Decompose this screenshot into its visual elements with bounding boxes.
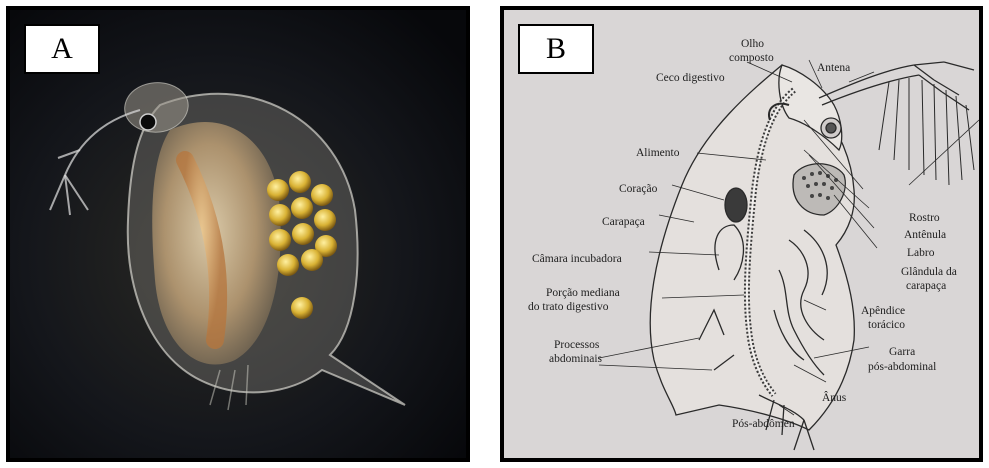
label-garra-1: Garra xyxy=(889,346,915,358)
label-olho-1: Olho xyxy=(741,38,764,50)
label-glandula-1: Glândula da xyxy=(901,266,957,278)
label-rostro: Rostro xyxy=(909,212,940,224)
label-coracao: Coração xyxy=(619,183,658,195)
label-anus: Ânus xyxy=(822,390,847,404)
label-labro: Labro xyxy=(907,247,935,259)
photo-panel: A xyxy=(6,6,470,462)
label-porcao-1: Porção mediana xyxy=(546,287,620,299)
label-antenula: Antênula xyxy=(904,229,946,241)
label-carapaca: Carapaça xyxy=(602,216,645,228)
panel-b-tag: B xyxy=(518,24,594,74)
label-antena: Antena xyxy=(817,62,850,74)
label-olho-2: composto xyxy=(729,52,774,64)
panel-a-tag: A xyxy=(24,24,100,74)
label-camara: Câmara incubadora xyxy=(532,253,622,265)
label-ceco: Ceco digestivo xyxy=(656,72,725,84)
label-glandula-2: carapaça xyxy=(906,280,946,292)
label-alimento: Alimento xyxy=(636,147,680,159)
label-apendice-1: Apêndice xyxy=(861,305,905,317)
label-processos-1: Processos xyxy=(554,339,600,351)
daphnia-diagram: Olho composto Antena Ceco digestivo Alim… xyxy=(504,10,979,458)
daphnia-photo xyxy=(10,10,466,458)
label-processos-2: abdominais xyxy=(549,353,603,365)
label-garra-2: pós-abdominal xyxy=(868,361,936,373)
label-posabdomen: Pós-abdômen xyxy=(732,418,795,430)
label-apendice-2: torácico xyxy=(868,319,905,331)
diagram-panel: Olho composto Antena Ceco digestivo Alim… xyxy=(500,6,983,462)
label-porcao-2: do trato digestivo xyxy=(528,301,609,313)
